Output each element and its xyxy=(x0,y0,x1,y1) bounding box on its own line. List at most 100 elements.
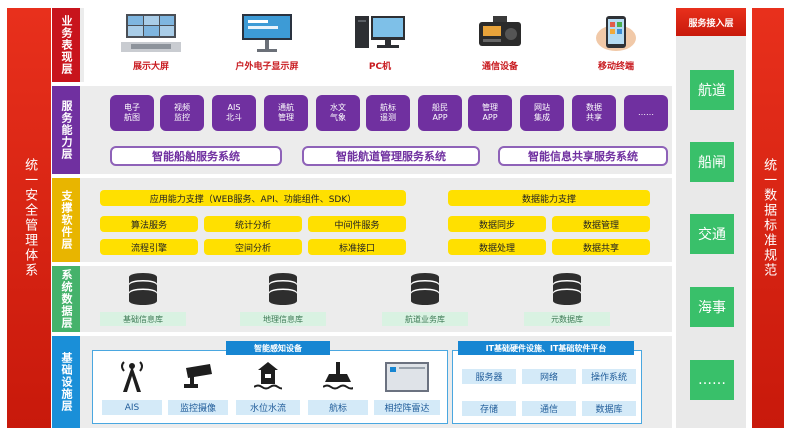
database-basic-info[interactable]: 基础信息库 xyxy=(100,272,186,328)
infrastructure-label: 基础设施层 xyxy=(52,336,80,428)
security-system-bar: 统一安全管理体系 xyxy=(7,8,51,428)
database-icon xyxy=(553,273,581,305)
communication-device-icon xyxy=(479,16,521,46)
sensor-label: 航标 xyxy=(308,400,368,415)
mobile-terminal-icon xyxy=(596,16,636,51)
display-wall-icon xyxy=(121,14,181,52)
presentation-layer-label: 业务表现层 xyxy=(52,8,80,82)
it-item-network[interactable]: 网络 xyxy=(522,369,576,384)
system-smart-ship-service[interactable]: 智能船舶服务系统 xyxy=(110,146,282,166)
module-label: AIS 北斗 xyxy=(226,103,242,122)
module-hydro-weather[interactable]: 水文 气象 xyxy=(316,95,360,131)
module-label: 网站 集成 xyxy=(534,103,550,122)
module-label: …… xyxy=(638,108,654,118)
device-label: 户外电子显示屏 xyxy=(235,62,299,72)
device-mobile[interactable]: 移动终端 xyxy=(576,12,656,78)
device-label: 通信设备 xyxy=(481,62,518,72)
device-communication[interactable]: 通信设备 xyxy=(460,12,540,78)
outdoor-screen-icon xyxy=(242,14,292,52)
it-platform-title: IT基础硬件设施、IT基础软件平台 xyxy=(458,341,634,355)
module-label: 船民 APP xyxy=(432,103,448,122)
module-ais-beidou[interactable]: AIS 北斗 xyxy=(212,95,256,131)
sensor-ais[interactable]: AIS xyxy=(102,360,162,418)
database-icon xyxy=(129,273,157,305)
system-smart-channel-management[interactable]: 智能航道管理服务系统 xyxy=(302,146,480,166)
sensor-camera[interactable]: 监控摄像 xyxy=(168,360,228,418)
sensor-water-level[interactable]: 水位水流 xyxy=(236,360,300,418)
access-item-more[interactable]: …… xyxy=(690,360,734,400)
data-standard-label: 统一数据标准规范 xyxy=(761,158,777,278)
module-more[interactable]: …… xyxy=(624,95,668,131)
data-item-management[interactable]: 数据管理 xyxy=(552,216,650,232)
module-e-chart[interactable]: 电子 航图 xyxy=(110,95,154,131)
app-item-statistics[interactable]: 统计分析 xyxy=(204,216,302,232)
module-label: 航标 遥测 xyxy=(380,103,396,122)
access-item-maritime[interactable]: 海事 xyxy=(690,287,734,327)
service-access-title: 服务接入层 xyxy=(676,8,746,36)
device-pc[interactable]: PC机 xyxy=(340,12,420,78)
module-label: 数据 共享 xyxy=(586,103,602,122)
sensor-label: 水位水流 xyxy=(236,400,300,415)
support-software-label: 支撑软件层 xyxy=(52,178,80,262)
module-buoy-telemetry[interactable]: 航标 遥测 xyxy=(366,95,410,131)
database-label: 航道业务库 xyxy=(382,312,468,326)
app-item-middleware[interactable]: 中间件服务 xyxy=(308,216,406,232)
access-item-transport[interactable]: 交通 xyxy=(690,214,734,254)
data-standard-bar: 统一数据标准规范 xyxy=(752,8,784,428)
device-label: 展示大屏 xyxy=(132,62,169,72)
service-capability-label: 服务能力层 xyxy=(52,86,80,174)
module-label: 电子 航图 xyxy=(124,103,140,122)
app-item-interface[interactable]: 标准接口 xyxy=(308,239,406,255)
system-smart-info-sharing[interactable]: 智能信息共享服务系统 xyxy=(498,146,668,166)
database-geo-info[interactable]: 地理信息库 xyxy=(240,272,326,328)
security-system-label: 统一安全管理体系 xyxy=(22,158,38,278)
database-label: 地理信息库 xyxy=(240,312,326,326)
app-capability-support: 应用能力支撑（WEB服务、API、功能组件、SDK） xyxy=(100,190,406,206)
it-item-database[interactable]: 数据库 xyxy=(582,401,636,416)
database-channel-business[interactable]: 航道业务库 xyxy=(382,272,468,328)
phased-array-radar-icon xyxy=(385,362,429,392)
data-item-sync[interactable]: 数据同步 xyxy=(448,216,546,232)
module-website-integration[interactable]: 网站 集成 xyxy=(520,95,564,131)
navigation-buoy-icon xyxy=(323,362,353,390)
database-icon xyxy=(269,273,297,305)
module-label: 水文 气象 xyxy=(330,103,346,122)
module-label: 通航 管理 xyxy=(278,103,294,122)
data-capability-support: 数据能力支撑 xyxy=(448,190,650,206)
pc-icon xyxy=(355,16,405,48)
access-item-shiplock[interactable]: 船闸 xyxy=(690,142,734,182)
module-management-app[interactable]: 管理 APP xyxy=(468,95,512,131)
device-label: PC机 xyxy=(368,62,392,72)
sensor-label: AIS xyxy=(102,400,162,415)
surveillance-camera-icon xyxy=(184,364,212,388)
sensing-devices-title: 智能感知设备 xyxy=(226,341,330,355)
module-label: 视频 监控 xyxy=(174,103,190,122)
module-data-sharing[interactable]: 数据 共享 xyxy=(572,95,616,131)
app-item-spatial[interactable]: 空间分析 xyxy=(204,239,302,255)
it-item-storage[interactable]: 存储 xyxy=(462,401,516,416)
data-item-processing[interactable]: 数据处理 xyxy=(448,239,546,255)
data-item-sharing[interactable]: 数据共享 xyxy=(552,239,650,255)
database-label: 元数据库 xyxy=(524,312,610,326)
it-item-os[interactable]: 操作系统 xyxy=(582,369,636,384)
it-item-communication[interactable]: 通信 xyxy=(522,401,576,416)
app-item-algorithm[interactable]: 算法服务 xyxy=(100,216,198,232)
it-item-server[interactable]: 服务器 xyxy=(462,369,516,384)
module-label: 管理 APP xyxy=(482,103,498,122)
device-display-wall[interactable]: 展示大屏 xyxy=(110,12,192,78)
database-label: 基础信息库 xyxy=(100,312,186,326)
sensor-buoy[interactable]: 航标 xyxy=(308,360,368,418)
app-item-workflow[interactable]: 流程引擎 xyxy=(100,239,198,255)
sensor-label: 监控摄像 xyxy=(168,400,228,415)
system-data-label: 系统数据层 xyxy=(52,266,80,332)
device-outdoor-screen[interactable]: 户外电子显示屏 xyxy=(222,12,312,78)
sensor-label: 相控阵雷达 xyxy=(374,400,440,415)
device-label: 移动终端 xyxy=(597,62,634,72)
database-icon xyxy=(411,273,439,305)
access-item-channel[interactable]: 航道 xyxy=(690,70,734,110)
module-navigation-mgmt[interactable]: 通航 管理 xyxy=(264,95,308,131)
module-boatman-app[interactable]: 船民 APP xyxy=(418,95,462,131)
sensor-radar[interactable]: 相控阵雷达 xyxy=(374,360,440,418)
database-metadata[interactable]: 元数据库 xyxy=(524,272,610,328)
module-video-monitor[interactable]: 视频 监控 xyxy=(160,95,204,131)
